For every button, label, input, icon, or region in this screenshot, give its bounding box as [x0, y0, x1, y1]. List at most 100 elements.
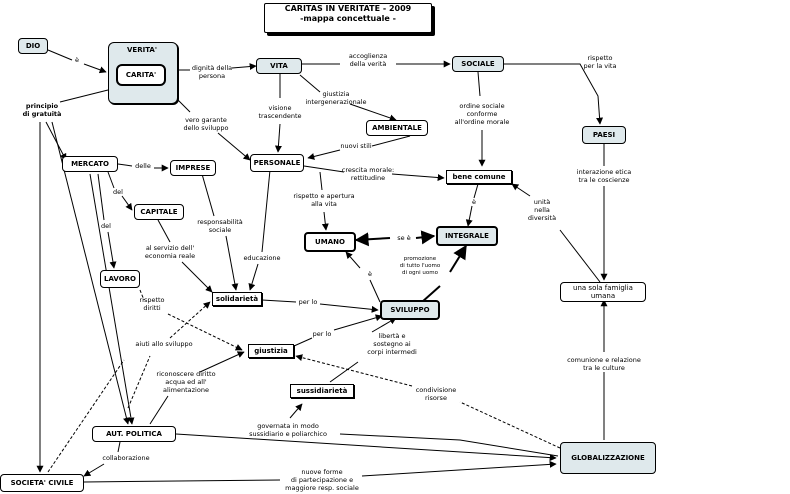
label-crescita: crescita morale:rettitudine: [342, 166, 394, 182]
label-governata-line2: sussidiario e poliarchico: [249, 430, 327, 438]
label-responsabilita-line2: sociale: [208, 226, 232, 234]
label-delle: delle: [135, 162, 151, 170]
label-e-integrale: è: [472, 198, 476, 206]
label-rispetto-vita-line1: rispetto: [587, 54, 613, 62]
label-unita-line2: nella: [534, 206, 550, 214]
node-societa-civile: SOCIETA' CIVILE: [0, 474, 84, 492]
label-principio-line1: principio: [25, 102, 59, 110]
label-vero-garante-line2: dello sviluppo: [183, 124, 229, 132]
label-crescita-line2: rettitudine: [350, 174, 386, 182]
node-solidarieta: solidarietà: [212, 292, 262, 306]
label-promozione-line1: promozione: [403, 256, 437, 262]
label-educazione: educazione: [243, 254, 281, 262]
label-riconoscere-line3: alimentazione: [163, 386, 209, 394]
label-interazione-line1: interazione etica: [576, 168, 632, 176]
label-e-umano: è: [368, 270, 372, 278]
node-imprese: IMPRESE: [170, 160, 216, 176]
node-bene-comune: bene comune: [446, 170, 512, 184]
label-aiuti: aiuti allo sviluppo: [135, 340, 193, 348]
label-governata-line1: governata in modo: [257, 422, 319, 430]
label-condivisione-line2: risorse: [425, 394, 447, 402]
label-unita-line3: diversità: [527, 214, 557, 222]
node-ambientale: AMBIENTALE: [366, 120, 428, 136]
label-principio-line2: di gratuità: [22, 110, 62, 118]
label-nuove-forme-line3: maggiore resp. sociale: [285, 484, 359, 492]
label-rispetto-vita-line2: per la vita: [583, 62, 617, 70]
label-ordine-sociale-line2: conforme: [466, 110, 498, 118]
node-sola-famiglia: una sola famiglia umana: [560, 282, 646, 302]
node-dio: DIO: [18, 38, 48, 54]
label-liberta-line1: libertà e: [378, 332, 406, 340]
node-lavoro: LAVORO: [100, 270, 140, 288]
node-umano: UMANO: [304, 232, 356, 252]
label-rispetto-apertura-line2: alla vita: [311, 200, 337, 208]
label-visione-line1: visione: [268, 104, 292, 112]
label-del-capitale: del: [113, 188, 123, 196]
node-paesi: PAESI: [582, 126, 626, 144]
label-al-servizio: al servizio dell'economia reale: [145, 244, 195, 260]
label-giustizia-interg-line1: giustizia: [322, 90, 350, 98]
label-condivisione-line1: condivisione: [415, 386, 457, 394]
node-sola-famiglia-line1: una sola famiglia: [573, 284, 633, 292]
label-nuove-forme-line2: di partecipazione e: [290, 476, 354, 484]
label-liberta-line3: corpi intermedi: [367, 348, 417, 356]
label-promozione-line2: di tutto l'uomo: [399, 263, 441, 269]
label-liberta-line2: sostegno ai: [373, 340, 411, 348]
label-vero-garante-line1: vero garante: [185, 116, 227, 124]
label-se-e: se è: [397, 234, 411, 242]
node-verita: VERITA': [127, 46, 157, 54]
node-sviluppo: SVILUPPO: [380, 300, 440, 320]
label-rispetto-apertura-line1: rispetto e apertura: [293, 192, 355, 200]
label-giustizia-interg-line2: intergenerazionale: [305, 98, 367, 106]
node-mercato: MERCATO: [62, 156, 118, 172]
node-sola-famiglia-line2: umana: [590, 292, 616, 300]
label-visione-line2: trascendente: [258, 112, 302, 120]
node-vita: VITA: [256, 58, 302, 74]
node-personale: PERSONALE: [250, 154, 304, 172]
node-globalizzazione: GLOBALIZZAZIONE: [560, 442, 656, 474]
label-ordine-sociale-line3: all'ordine morale: [454, 118, 510, 126]
label-nuovi-stili: nuovi stili: [340, 142, 372, 150]
label-unita-line1: unità: [533, 198, 551, 206]
node-sociale: SOCIALE: [452, 56, 504, 72]
label-dignita-line1: dignità della: [191, 64, 233, 72]
label-al-servizio-line1: al servizio dell': [145, 244, 195, 252]
map-title-line2: -mappa concettuale -: [300, 14, 396, 23]
label-dignita-line2: persona: [198, 72, 226, 80]
label-riconoscere-line1: riconoscere diritto: [156, 370, 216, 378]
label-comunione-line2: tra le culture: [583, 364, 625, 372]
node-sussidiarieta: sussidiarietà: [290, 384, 354, 398]
label-interazione-line2: tra le coscienze: [578, 176, 630, 184]
label-per-lo-giustizia: per lo: [312, 330, 332, 338]
label-accoglienza-line1: accoglienza: [348, 52, 388, 60]
map-title-line1: CARITAS IN VERITATE - 2009: [284, 4, 412, 13]
label-rispetto-diritti-line2: diritti: [143, 304, 161, 312]
node-capitale: CAPITALE: [134, 204, 184, 220]
label-riconoscere-line2: acqua ed all': [165, 378, 207, 386]
label-collaborazione: collaborazione: [102, 454, 150, 462]
label-rispetto-diritti-line1: rispetto: [139, 296, 165, 304]
label-crescita-line1: crescita morale:: [341, 166, 395, 174]
label-ordine-sociale-line1: ordine sociale: [459, 102, 505, 110]
map-title: CARITAS IN VERITATE - 2009 -mappa concet…: [264, 3, 432, 33]
label-promozione-line3: di ogni uomo: [402, 270, 438, 276]
